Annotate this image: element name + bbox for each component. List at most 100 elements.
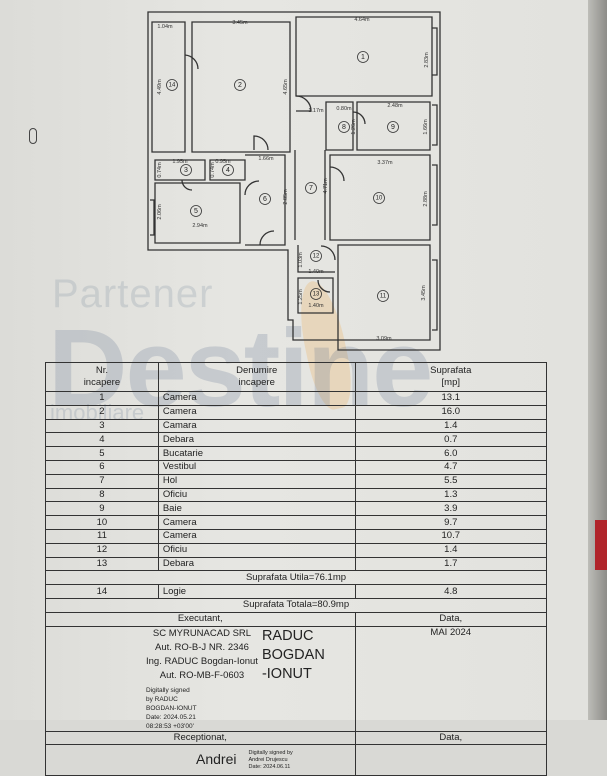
dimension-label: 1.66m [423,119,429,135]
room-area: 3.9 [354,501,548,517]
room-name: Logie [157,584,356,599]
date-label: Data, [354,611,548,627]
dimension-label: 2.88m [423,191,429,207]
room-name: Camera [157,528,356,544]
header-nr: Nr.incapere [45,362,159,392]
room-name: Debara [157,556,356,572]
room-area: 9.7 [354,515,548,530]
dimension-label: 0.95m [215,159,231,165]
dimension-label: 1.25m [298,289,304,305]
room-nr: 5 [45,446,159,461]
room-label: 2 [238,82,242,89]
door-arc [295,95,312,112]
room-4-outline [209,159,246,181]
room-13-outline [297,277,334,314]
dimension-label: 4.71m [323,178,329,194]
room-numbers: 1 2 3 4 5 6 7 8 9 10 11 12 13 14 [166,51,399,302]
receptionat-header-row: Receptionat, Data, [45,730,548,746]
total-area: Suprafata Totala=80.9mp [45,597,547,613]
room-area: 5.5 [354,473,548,489]
door-arc [181,179,193,191]
dimension-label: 1.04m [157,24,173,30]
room-label: 5 [194,208,198,215]
room-3-outline [154,159,206,181]
room-label: 12 [313,254,320,260]
room-8-outline [325,101,354,151]
room-14-outline [151,21,186,153]
room-area: 16.0 [354,404,548,420]
room-name: Vestibul [157,459,356,475]
room-name: Camara [157,418,356,434]
room-nr: 4 [45,432,159,448]
window [150,27,438,331]
room-label: 8 [342,124,346,131]
room-nr: 14 [45,584,159,599]
door-arc [259,230,275,246]
dimension-label: 2.94m [192,223,208,229]
watermark-partener: Partener [52,272,214,316]
room-label: 3 [184,167,188,174]
room-name: Camera [157,404,356,420]
room-12-walls [297,245,335,273]
room-label: 7 [309,185,313,192]
dimension-label: 3.45m [232,20,248,26]
dimension-label: 4.65m [283,79,289,95]
room-area: 4.8 [354,584,548,599]
dimension-label: 4.49m [157,79,163,95]
door-arc [184,54,199,70]
room-nr: 12 [45,542,159,558]
room-nr: 8 [45,487,159,503]
room-name: Debara [157,432,356,448]
room-area: 0.7 [354,432,548,448]
room-name: Oficiu [157,487,356,503]
room-area: 13.1 [354,391,548,406]
executant-date: MAI 2024 [354,625,548,732]
room-label: 9 [391,124,395,131]
receptionat-date-label: Data, [354,730,548,746]
receptionat-label: Receptionat, [45,730,356,746]
outer-wall [147,11,441,351]
room-11-outline [337,244,431,341]
room-1-outline [295,16,433,97]
dimension-label: 1.17m [308,108,324,114]
useful-area-row: Suprafata Utila=76.1mp [45,570,547,586]
room-nr: 2 [45,404,159,420]
room-nr: 10 [45,515,159,530]
room-label: 14 [169,83,176,89]
room-area: 6.0 [354,446,548,461]
executant-label: Executant, [45,611,356,627]
door-arc [253,135,269,151]
dimension-label: 1.95m [172,159,188,165]
door-arc [244,180,260,196]
room-name: Bucatarie [157,446,356,461]
room-nr: 3 [45,418,159,434]
dimension-label: 1.40m [308,303,324,309]
dimension-label: 3.09m [376,336,392,342]
dimension-label: 2.06m [157,204,163,220]
room-label: 1 [361,54,365,61]
room-label: 11 [380,294,387,300]
room-area: 1.3 [354,487,548,503]
room-area: 1.4 [354,542,548,558]
dimensions: 1.04m 3.45m 4.64m 2.83m 4.49m 4.65m 1.17… [157,17,430,342]
room-nr: 13 [45,556,159,572]
room-label: 13 [313,292,320,298]
door-arc [320,245,336,261]
door-arc [317,279,331,293]
